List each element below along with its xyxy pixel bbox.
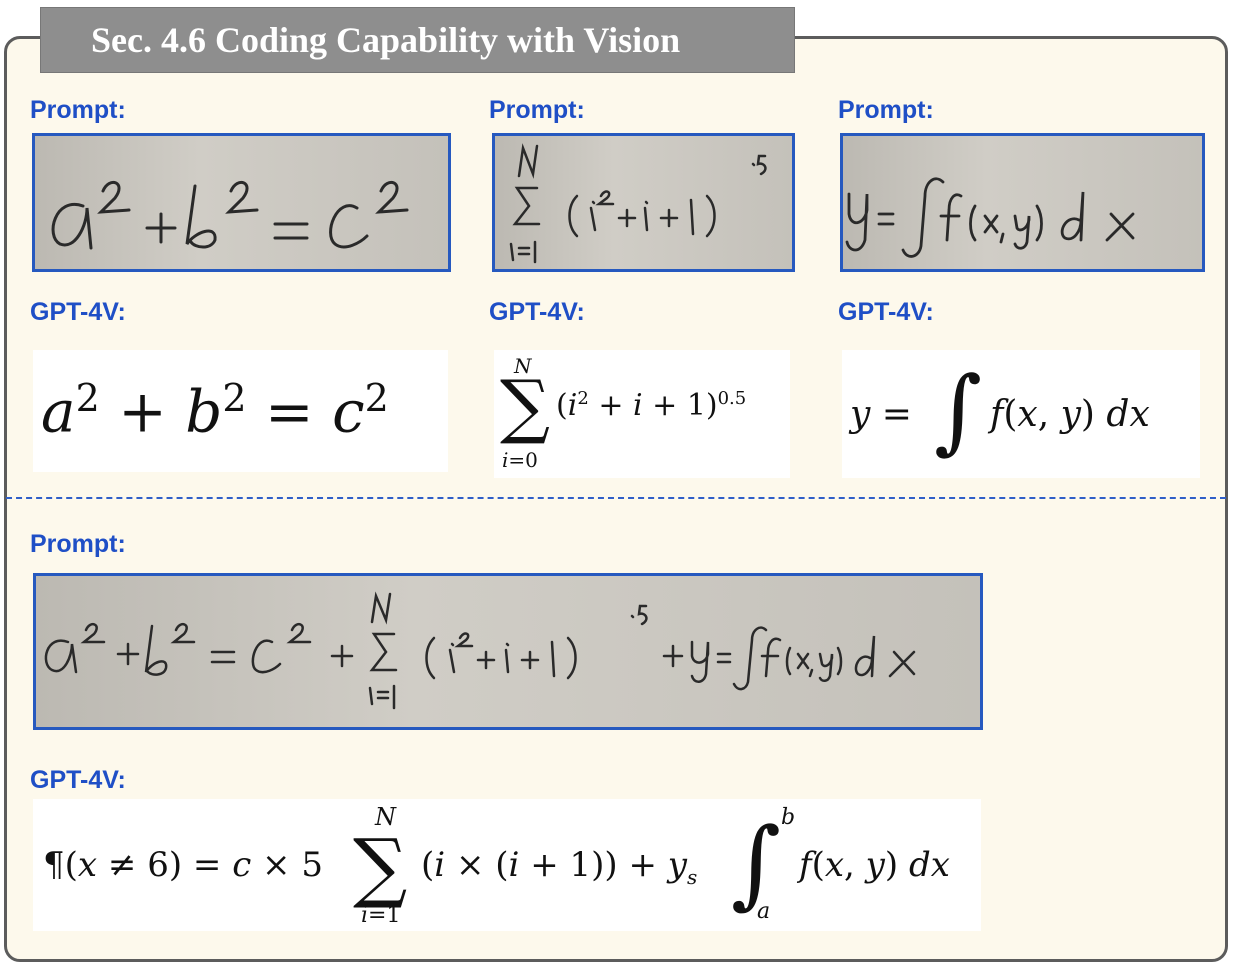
section-divider (6, 497, 1226, 499)
section-title: Sec. 4.6 Coding Capability with Vision (40, 7, 795, 73)
prompt-label-1: Prompt: (30, 96, 126, 124)
rendered-equation-3: y = (850, 394, 912, 435)
rendered-equation-combined-lhs: ¶(x ≠ 6) = c × 5 (43, 845, 323, 885)
gpt-output-combined: ¶(x ≠ 6) = c × 5 N ∑ i=1 (i × (i + 1)) +… (33, 799, 981, 931)
prompt-label-3: Prompt: (838, 96, 934, 124)
prompt-image-2 (492, 133, 795, 272)
gpt-label-1: GPT-4V: (30, 298, 126, 326)
gpt-output-1: a2 + b2 = c2 (33, 350, 448, 472)
prompt-image-3 (840, 133, 1205, 272)
gpt-label-3: GPT-4V: (838, 298, 934, 326)
prompt-image-combined (33, 573, 983, 730)
handwriting-integral (845, 177, 1135, 258)
handwriting-pythagoras (51, 180, 409, 250)
rendered-equation-1: a2 + b2 = c2 (41, 376, 389, 446)
rendered-equation-2: (i2 + i + 1)0.5 (556, 388, 747, 423)
handwriting-sum (509, 143, 767, 264)
gpt-label-2: GPT-4V: (489, 298, 585, 326)
prompt-label-combined: Prompt: (30, 530, 126, 558)
prompt-label-2: Prompt: (489, 96, 585, 124)
rendered-equation-combined-rhs: (i × (i + 1)) + ys (421, 845, 698, 889)
gpt-label-combined: GPT-4V: (30, 766, 126, 794)
handwriting-combined (44, 591, 916, 710)
gpt-output-3: y = ∫ f(x, y) dx (842, 350, 1200, 478)
gpt-output-2: N ∑ i=0 (i2 + i + 1)0.5 (494, 350, 790, 478)
prompt-image-1 (32, 133, 451, 272)
